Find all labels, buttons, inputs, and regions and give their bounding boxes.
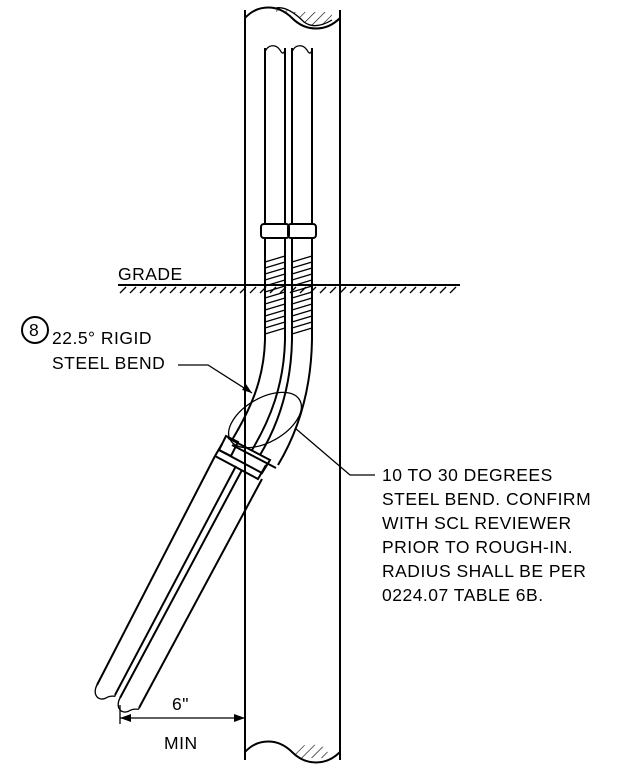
conduit-pair-vertical bbox=[260, 45, 317, 340]
callout-number: 8 bbox=[29, 320, 39, 340]
note-line-4: PRIOR TO ROUGH-IN. bbox=[382, 537, 573, 557]
bend-label-line2: STEEL BEND bbox=[52, 353, 165, 373]
callout-circle bbox=[21, 316, 49, 344]
dimension-value: 6" bbox=[172, 694, 189, 714]
leader-lines bbox=[178, 364, 375, 476]
grade-label: GRADE bbox=[118, 264, 183, 284]
conduit-pair-angled bbox=[94, 455, 263, 713]
note-line-2: STEEL BEND. CONFIRM bbox=[382, 489, 591, 509]
note-line-3: WITH SCL REVIEWER bbox=[382, 513, 572, 533]
note-line-6: 0224.07 TABLE 6B. bbox=[382, 585, 544, 605]
bend-coupling bbox=[214, 434, 277, 481]
rigid-steel-bend bbox=[231, 339, 313, 466]
utility-pole bbox=[244, 6, 341, 764]
bend-label-line1: 22.5° RIGID bbox=[52, 328, 152, 348]
note-line-1: 10 TO 30 DEGREES bbox=[382, 465, 553, 485]
dimension-6in bbox=[119, 705, 246, 724]
grade-line bbox=[118, 284, 460, 294]
dimension-min: MIN bbox=[164, 733, 198, 753]
bend-highlight-ellipse bbox=[228, 391, 302, 449]
note-line-5: RADIUS SHALL BE PER bbox=[382, 561, 586, 581]
